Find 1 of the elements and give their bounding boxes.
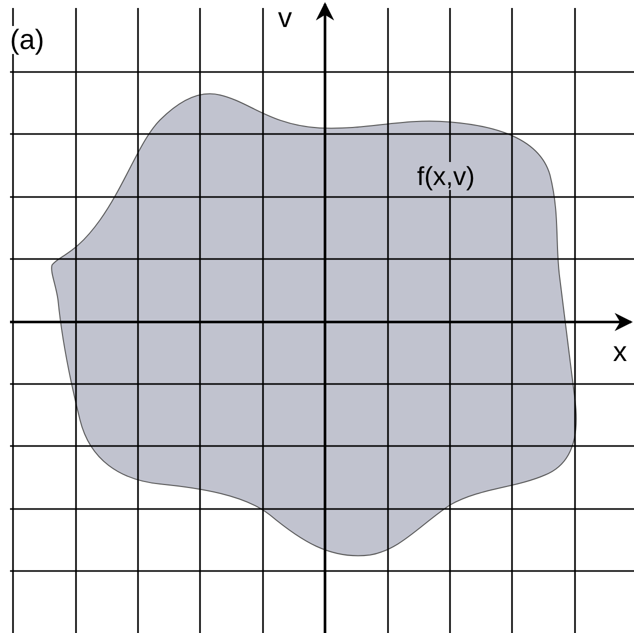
panel-label: (a) xyxy=(10,26,44,54)
